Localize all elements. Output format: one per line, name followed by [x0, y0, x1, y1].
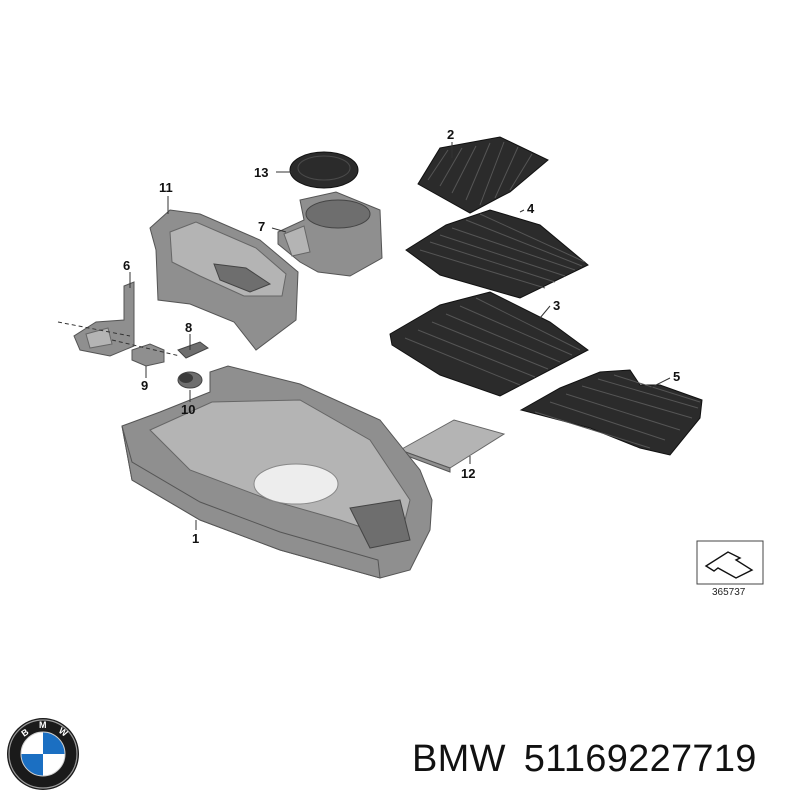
- part-10-socket: [177, 371, 203, 389]
- callout-6: 6: [123, 258, 130, 273]
- part-7-cup-holder: [277, 191, 383, 277]
- callout-9: 9: [141, 378, 148, 393]
- brand-name: BMW: [412, 738, 506, 780]
- part-3-floor-mat: [389, 291, 589, 397]
- part-13-round-insert: [289, 151, 359, 189]
- part-11-storage-tray: [149, 209, 299, 351]
- bmw-roundel-logo: B M W: [7, 718, 79, 790]
- callout-5: 5: [673, 369, 680, 384]
- part-4-floor-mat: [405, 209, 589, 299]
- diagram-reference-arrow-icon: [704, 551, 754, 579]
- part-2-floor-mat: [417, 136, 549, 214]
- part-8-switch: [177, 341, 209, 359]
- part-label: BMW 51169227719: [412, 738, 757, 781]
- callout-10: 10: [181, 402, 195, 417]
- callout-7: 7: [258, 219, 265, 234]
- callout-1: 1: [192, 531, 199, 546]
- callout-8: 8: [185, 320, 192, 335]
- part-6-bracket: [57, 281, 135, 357]
- svg-text:B: B: [19, 726, 30, 738]
- part-12-cover-plate: [398, 419, 506, 473]
- callout-12: 12: [461, 466, 475, 481]
- part-5-floor-mat: [519, 369, 703, 456]
- svg-text:M: M: [39, 720, 47, 730]
- callouts: 2 4 3 5 6 7 13 11 8 9 10 12 1: [123, 127, 680, 546]
- part-1-console-base: [121, 365, 433, 579]
- callout-3: 3: [553, 298, 560, 313]
- part-number: 51169227719: [523, 738, 757, 780]
- part-9-connector: [111, 339, 181, 367]
- callout-11: 11: [159, 180, 173, 195]
- diagram-reference: 365737: [696, 540, 764, 598]
- callout-4: 4: [527, 201, 535, 216]
- leader-lines: [129, 142, 671, 530]
- callout-2: 2: [447, 127, 454, 142]
- diagram-ref-number: 365737: [712, 587, 746, 598]
- callout-13: 13: [254, 165, 268, 180]
